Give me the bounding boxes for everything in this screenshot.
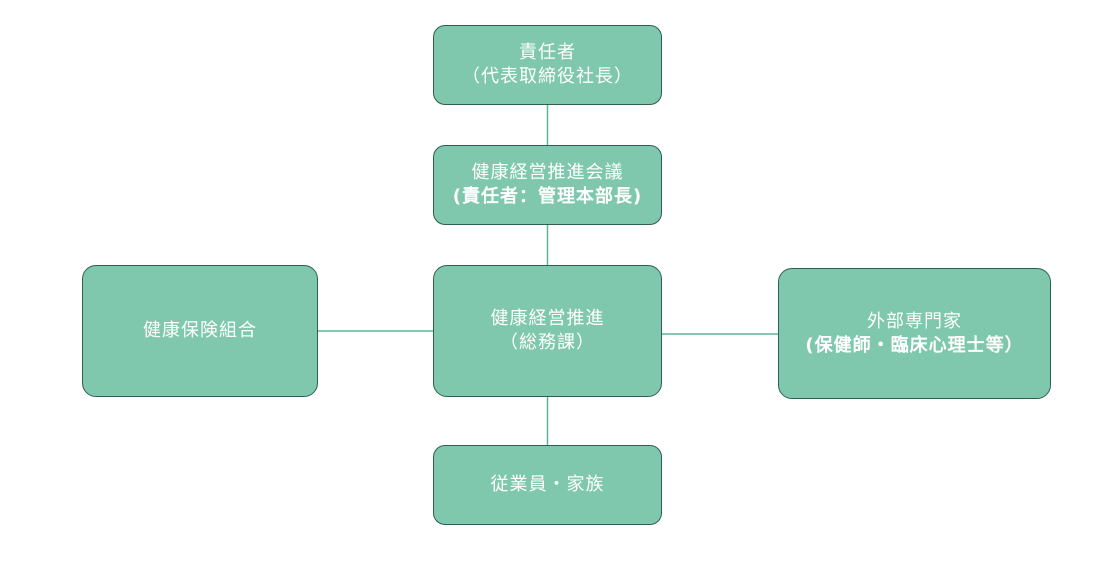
- node-external-experts: 外部専門家 (保健師・臨床心理士等）: [778, 268, 1051, 399]
- node-external-experts-title: 外部専門家: [867, 310, 962, 332]
- node-health-council-title: 健康経営推進会議: [471, 162, 624, 183]
- node-health-council-subtitle: (責任者：管理本部長): [452, 186, 643, 207]
- node-ceo-title: 責任者: [519, 42, 576, 63]
- node-health-insurance: 健康保険組合: [82, 265, 318, 397]
- node-ceo: 責任者 （代表取締役社長）: [433, 25, 662, 105]
- node-health-promotion-subtitle: （総務課）: [500, 332, 595, 353]
- node-health-promotion-title: 健康経営推進: [490, 308, 605, 329]
- node-health-promotion: 健康経営推進 （総務課）: [433, 265, 662, 397]
- node-employees-family: 従業員・家族: [433, 445, 662, 525]
- node-health-council: 健康経営推進会議 (責任者：管理本部長): [433, 145, 662, 225]
- node-ceo-subtitle: （代表取締役社長）: [462, 66, 633, 87]
- node-employees-family-title: 従業員・家族: [490, 474, 605, 495]
- node-health-insurance-title: 健康保険組合: [143, 320, 257, 341]
- node-external-experts-subtitle: (保健師・臨床心理士等）: [805, 334, 1024, 356]
